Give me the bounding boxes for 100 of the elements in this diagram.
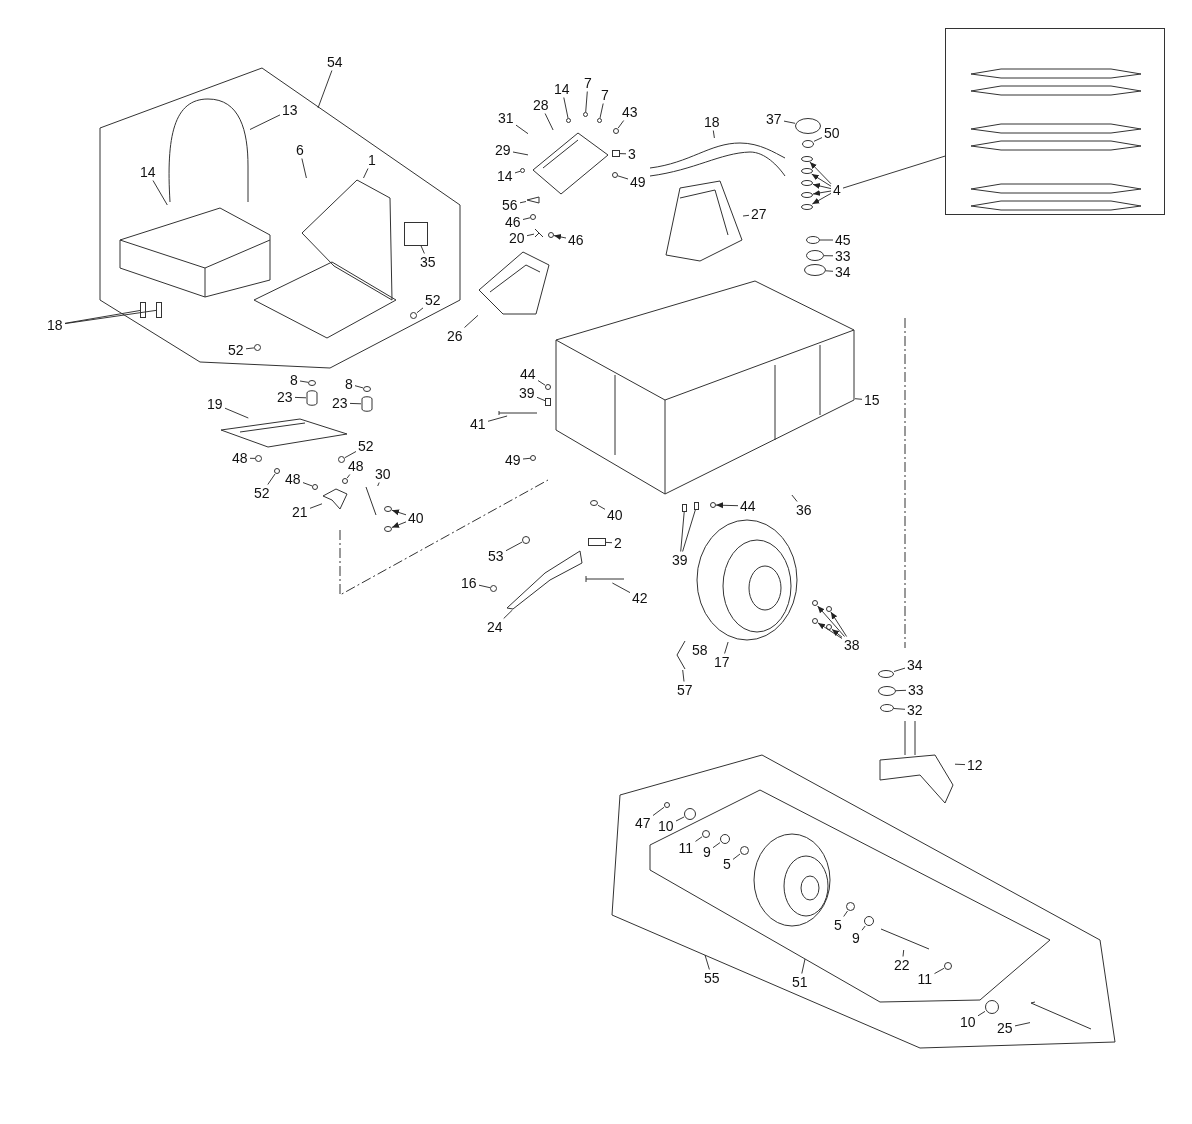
callout-number: 12 xyxy=(966,757,984,773)
leader-line xyxy=(977,1010,986,1017)
leader-line xyxy=(363,168,369,179)
leader-line xyxy=(893,667,906,672)
callout-number: 47 xyxy=(634,815,652,831)
leader-line xyxy=(544,113,554,131)
leader-line xyxy=(861,925,866,931)
callout-number: 31 xyxy=(497,110,515,126)
callout-number: 52 xyxy=(253,485,271,501)
callout-number: 23 xyxy=(331,395,349,411)
callout-number: 58 xyxy=(691,642,709,658)
leader-line xyxy=(813,137,823,142)
callout-number: 56 xyxy=(501,197,519,213)
callout-number: 48 xyxy=(284,471,302,487)
leader-line xyxy=(619,153,627,155)
leader-line xyxy=(420,245,425,254)
leader-line xyxy=(503,609,513,619)
leader-line xyxy=(537,380,546,386)
leader-line xyxy=(791,494,798,502)
callout-number: 50 xyxy=(823,125,841,141)
callout-number: 21 xyxy=(291,504,309,520)
callout-number: 25 xyxy=(996,1020,1014,1036)
callout-number: 10 xyxy=(959,1014,977,1030)
callout-number: 43 xyxy=(621,104,639,120)
leader-line xyxy=(514,170,521,174)
callout-number: 28 xyxy=(532,97,550,113)
callout-number: 8 xyxy=(289,372,299,388)
leader-line xyxy=(585,91,588,113)
callout-number: 15 xyxy=(863,392,881,408)
leader-line xyxy=(823,255,834,257)
callout-number: 30 xyxy=(374,466,392,482)
callout-number: 16 xyxy=(460,575,478,591)
callout-number: 34 xyxy=(906,657,924,673)
leader-line xyxy=(1014,1022,1031,1027)
callout-number: 45 xyxy=(834,232,852,248)
callout-number: 3 xyxy=(627,146,637,162)
callout-number: 38 xyxy=(843,637,861,653)
callout-number: 34 xyxy=(834,264,852,280)
callout-number: 41 xyxy=(469,416,487,432)
leader-line xyxy=(64,309,157,325)
callout-number: 5 xyxy=(833,917,843,933)
leader-line xyxy=(224,407,249,419)
leader-line xyxy=(478,584,491,589)
callout-number: 14 xyxy=(496,168,514,184)
callout-number: 22 xyxy=(893,957,911,973)
leader-line xyxy=(682,509,696,552)
callout-number: 36 xyxy=(795,502,813,518)
callout-number: 10 xyxy=(657,818,675,834)
callout-number: 53 xyxy=(487,548,505,564)
callout-number: 26 xyxy=(446,328,464,344)
callout-number: 14 xyxy=(553,81,571,97)
callout-number: 14 xyxy=(139,164,157,180)
callout-number: 39 xyxy=(671,552,689,568)
callout-number: 48 xyxy=(347,458,365,474)
leader-line xyxy=(934,967,945,975)
leader-line xyxy=(522,217,531,220)
callout-number: 35 xyxy=(419,254,437,270)
callout-number: 48 xyxy=(231,450,249,466)
callout-number: 37 xyxy=(765,111,783,127)
leader-line xyxy=(819,239,834,241)
callout-number: 18 xyxy=(46,317,64,333)
callout-number: 40 xyxy=(407,510,425,526)
leader-line xyxy=(563,97,569,119)
leader-line xyxy=(519,201,527,204)
callout-number: 52 xyxy=(424,292,442,308)
callout-number: 24 xyxy=(486,619,504,635)
leader-line xyxy=(349,402,362,405)
leader-line xyxy=(512,151,529,156)
callout-number: 33 xyxy=(834,248,852,264)
leader-line xyxy=(309,503,323,509)
leader-line xyxy=(854,398,863,400)
leader-line xyxy=(605,541,613,544)
leader-line xyxy=(599,103,604,119)
leader-line xyxy=(712,130,715,139)
leader-line xyxy=(249,114,281,130)
leader-line xyxy=(825,270,834,272)
leader-line xyxy=(695,836,703,842)
callout-number: 44 xyxy=(739,498,757,514)
leader-line xyxy=(732,853,741,860)
leader-line xyxy=(505,541,523,552)
leader-line xyxy=(783,120,796,124)
callout-number: 23 xyxy=(276,389,294,405)
leader-line xyxy=(267,473,276,485)
leader-line xyxy=(712,842,721,849)
leader-line xyxy=(742,214,750,217)
callout-number: 29 xyxy=(494,142,512,158)
callout-number: 32 xyxy=(906,702,924,718)
callout-number: 33 xyxy=(907,682,925,698)
leader-line xyxy=(152,180,168,206)
leader-line xyxy=(597,504,606,510)
leader-line xyxy=(617,175,629,180)
leader-line xyxy=(245,347,255,350)
leader-line xyxy=(842,155,946,189)
callout-number: 54 xyxy=(326,54,344,70)
leader-line xyxy=(652,806,665,816)
leader-line xyxy=(317,70,333,109)
leader-line xyxy=(299,380,309,383)
leader-line xyxy=(464,314,479,328)
callout-number: 52 xyxy=(227,342,245,358)
leader-line xyxy=(704,954,710,970)
